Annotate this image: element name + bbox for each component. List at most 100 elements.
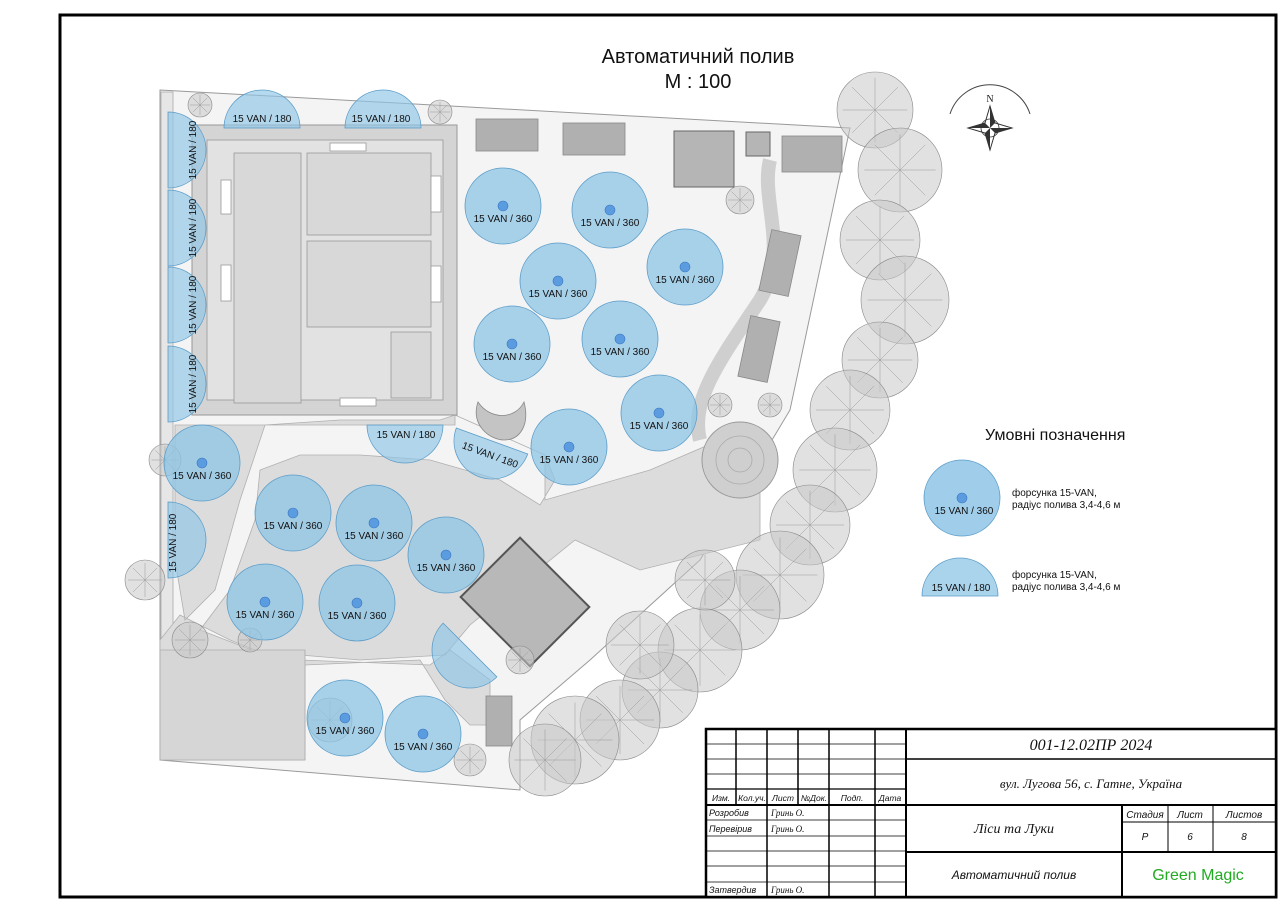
sprinkler-label: 15 VAN / 180 (168, 513, 179, 572)
tree-branch (739, 609, 765, 635)
plan-scale: М : 100 (664, 71, 732, 93)
nozzle-icon (440, 549, 452, 561)
sheet-header: Лист (1176, 810, 1203, 821)
tb-header-ndok: №Док. (801, 793, 827, 803)
nozzle-icon (552, 275, 564, 287)
legend-item-full-line1: форсунка 15-VAN, (1012, 488, 1097, 499)
tree-branch (731, 191, 741, 201)
tree-branch (762, 404, 771, 413)
role-developed: Розробив (709, 808, 749, 818)
legend-symbol-half: 15 VAN / 180 (921, 557, 999, 597)
tree-branch (899, 144, 926, 171)
tree-branch (519, 659, 529, 669)
legend-item-half-line1: форсунка 15-VAN, (1012, 570, 1097, 581)
window (220, 179, 232, 215)
legend-item-half-line2: радіус полива 3,4-4,6 м (1012, 582, 1121, 593)
outbuilding (781, 135, 843, 173)
tree-branch (855, 215, 881, 241)
tree-branch (132, 567, 146, 581)
sprinkler-label: 15 VAN / 360 (328, 611, 387, 622)
tree-branch (739, 585, 765, 611)
nozzle-icon (417, 728, 429, 740)
sprinkler-180-spray (344, 89, 422, 129)
tree-branch (460, 750, 471, 761)
window (220, 264, 232, 302)
window (339, 397, 377, 407)
tree-branch (469, 759, 480, 770)
sprinkler-label: 15 VAN / 360 (483, 352, 542, 363)
tree-branch (762, 397, 771, 406)
tree-branch (879, 336, 904, 361)
tree-branch (851, 86, 876, 111)
outbuilding (562, 122, 626, 156)
tree-branch (849, 385, 875, 411)
tree-branch (179, 629, 191, 641)
sprinkler-180-spray (453, 427, 529, 480)
tree-branch (144, 567, 158, 581)
tree-branch (439, 104, 448, 113)
sprinkler-180-spray (223, 89, 301, 129)
nozzle-icon (287, 507, 299, 519)
tree-branch (699, 624, 726, 651)
sprinkler-label: 15 VAN / 360 (316, 726, 375, 737)
tree-branch (155, 450, 166, 461)
tree-branch (874, 86, 899, 111)
curved-path (691, 158, 781, 442)
tree-branch (192, 97, 201, 106)
sprinkler-label: 15 VAN / 360 (173, 471, 232, 482)
sprinkler-label: 15 VAN / 180 (352, 114, 411, 125)
tree-branch (574, 739, 602, 767)
tree-branch (851, 109, 876, 134)
legend-symbol-full-label: 15 VAN / 360 (935, 506, 994, 517)
bench (485, 695, 513, 747)
legend-symbol-half-label: 15 VAN / 180 (932, 583, 991, 594)
tree-branch (192, 104, 201, 113)
tree-branch (699, 649, 726, 676)
tb-header-lyst: Лист (771, 793, 794, 803)
fountain (701, 421, 779, 499)
tree-branch (739, 191, 749, 201)
tb-header-kolych: Кол.уч. (738, 793, 766, 803)
sprinkler-label: 15 VAN / 360 (474, 214, 533, 225)
gazebo (459, 536, 591, 668)
plan-title: Автоматичний полив (601, 46, 795, 68)
sprinkler-label: 15 VAN / 360 (630, 421, 689, 432)
tree-branch (619, 719, 645, 745)
tree-branch (189, 629, 201, 641)
sheets-value: 8 (1241, 832, 1247, 843)
tree-branch (674, 624, 701, 651)
legend-title: Умовні позначення (985, 427, 1126, 444)
company-name: Green Magic (1152, 867, 1244, 884)
nozzle-icon (351, 597, 363, 609)
nozzle-icon (368, 517, 380, 529)
sprinkler-label: 15 VAN / 360 (417, 563, 476, 574)
tree-branch (619, 695, 645, 721)
tb-header-podp: Подп. (841, 793, 864, 803)
tree-branch (834, 469, 861, 496)
stage-value: Р (1142, 832, 1149, 843)
tree-branch (659, 666, 684, 691)
tb-header-data: Дата (878, 793, 902, 803)
tree-branch (432, 111, 441, 120)
tree-branch (574, 713, 602, 741)
tree-branch (619, 624, 641, 646)
tree-branch (809, 524, 835, 550)
fountain-ring (727, 447, 753, 473)
tree-branch (179, 639, 191, 651)
tree-branch (686, 579, 706, 599)
nozzle-icon (614, 333, 626, 345)
sprinkler-label: 15 VAN / 180 (188, 275, 199, 334)
stage-header: Стадия (1126, 810, 1164, 821)
sprinkler-180-spray (366, 424, 444, 464)
tree-canopies (124, 71, 950, 797)
sprinkler-label: 15 VAN / 360 (529, 289, 588, 300)
nozzle-icon (679, 261, 691, 273)
tree-branch (511, 659, 521, 669)
sprinkler-180-spray (167, 266, 207, 344)
tree-branch (432, 104, 441, 113)
tree-branch (155, 459, 166, 470)
nozzle-icon (259, 596, 271, 608)
tree-branch (132, 579, 146, 593)
tree-branch (712, 404, 721, 413)
tree-branch (519, 651, 529, 661)
